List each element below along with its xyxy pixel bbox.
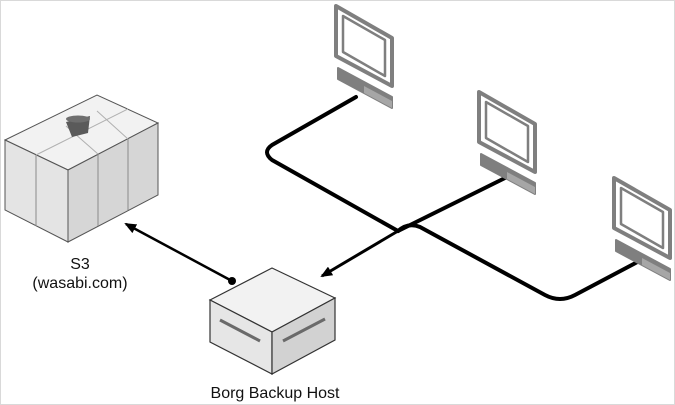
- backup-host-icon: [208, 267, 337, 376]
- network-links: [265, 95, 647, 301]
- s3-label: S3 (wasabi.com): [15, 255, 145, 293]
- client-monitor-2: [477, 90, 537, 195]
- s3-storage-icon: [3, 94, 160, 243]
- client-monitor-3: [612, 176, 672, 281]
- bucket-icon: [66, 115, 90, 137]
- monitor-icon: [334, 4, 394, 109]
- arrow-to-backup-host: [320, 229, 399, 278]
- backup-host-label: Borg Backup Host: [210, 385, 340, 402]
- s3-provider: (wasabi.com): [32, 275, 128, 292]
- s3-name: S3: [70, 256, 90, 273]
- monitor-icon: [477, 90, 537, 195]
- arrow-origin-dot: [228, 277, 236, 285]
- arrow-to-s3: [124, 222, 233, 283]
- monitor-icon: [612, 176, 672, 281]
- client-monitor-1: [334, 4, 394, 109]
